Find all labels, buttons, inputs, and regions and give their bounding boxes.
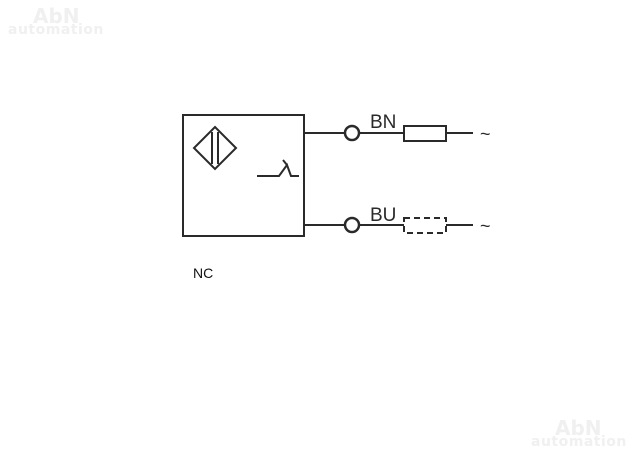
bu-label: BU bbox=[370, 205, 396, 226]
bn-supply-symbol: ~ bbox=[480, 124, 491, 144]
sensor-housing bbox=[182, 114, 305, 237]
bu-load-optional bbox=[403, 217, 447, 234]
proximity-sensor-icon bbox=[192, 125, 238, 171]
bu-terminal-wire bbox=[304, 216, 473, 234]
watermark-tagline: automation bbox=[531, 434, 627, 450]
nc-switch-icon bbox=[257, 159, 299, 177]
watermark-tagline: automation bbox=[8, 22, 104, 38]
watermark-brand: AbN bbox=[33, 4, 80, 28]
bn-load-resistor bbox=[403, 125, 447, 142]
watermark-brand: AbN bbox=[555, 416, 602, 440]
bn-terminal-wire bbox=[304, 124, 473, 142]
bn-label: BN bbox=[370, 112, 396, 133]
bu-supply-symbol: ~ bbox=[480, 216, 491, 236]
contact-type-label: NC bbox=[193, 265, 213, 281]
